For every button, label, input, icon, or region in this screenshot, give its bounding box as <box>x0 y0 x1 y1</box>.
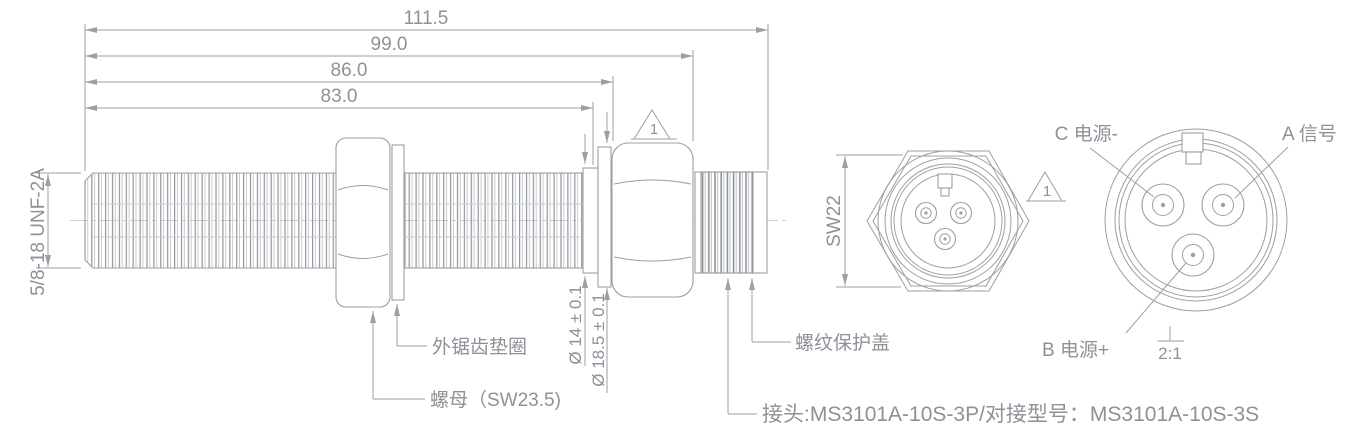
pin-a <box>1201 183 1245 227</box>
dim-total-length: 111.5 <box>404 8 449 29</box>
hex-nut <box>335 137 391 308</box>
dim-hex-width: SW22 <box>824 195 845 247</box>
dim-99: 99.0 <box>371 34 408 55</box>
dim-86: 86.0 <box>331 60 368 81</box>
pin <box>933 227 957 251</box>
side-view <box>84 137 768 308</box>
dim-ring-diameter: Ø 18.5 ± 0.1 <box>589 293 608 386</box>
thread-section-1 <box>84 172 338 269</box>
note-flag-1-sideview: 1 <box>631 109 677 140</box>
thread-section-2 <box>404 172 584 269</box>
hex-outline-outer <box>866 150 1030 292</box>
neck <box>582 167 599 274</box>
keyway-tab <box>1181 132 1204 165</box>
pin-b <box>1171 233 1215 277</box>
hex-outline-inner <box>872 155 1024 287</box>
hex-end-view: SW22 <box>824 150 1030 292</box>
pin-a-label: A 信号 <box>1282 123 1337 145</box>
pin-c-label: C 电源- <box>1055 123 1118 145</box>
thread-spec-dimension: 5/8-18 UNF-2A <box>28 168 81 296</box>
dim-83: 83.0 <box>321 86 358 107</box>
length-dimensions: 111.5 99.0 86.0 83.0 <box>84 8 769 171</box>
note-flag-number: 1 <box>650 121 658 138</box>
cap-thread <box>700 171 754 274</box>
flange-ring <box>597 146 612 288</box>
pin-b-label: B 电源+ <box>1042 339 1109 361</box>
pin-c <box>1141 183 1185 227</box>
pin <box>949 201 973 225</box>
connector-model-label: 接头:MS3101A-10S-3P/对接型号：MS3101A-10S-3S <box>762 403 1259 426</box>
dim-neck-diameter: Ø 14 ± 0.1 <box>566 285 585 364</box>
diameter-dimensions: Ø 14 ± 0.1 Ø 18.5 ± 0.1 <box>566 112 610 393</box>
connector-detail-view: C 电源- A 信号 B 电源+ 2:1 <box>1042 123 1337 363</box>
hex-body <box>611 142 694 298</box>
callouts: 外锯齿垫圈 螺母（SW23.5) 螺纹保护盖 接头:MS3101A-10S-3P… <box>370 278 1259 426</box>
note-flag-1-endview: 1 <box>1026 171 1066 202</box>
thread-cap-label: 螺纹保护盖 <box>795 332 890 354</box>
dim-thread-spec: 5/8-18 UNF-2A <box>28 168 49 296</box>
keyway-tab <box>937 173 953 197</box>
note-flag-number: 1 <box>1043 183 1051 200</box>
serrated-washer <box>391 144 405 301</box>
scale-label: 2:1 <box>1158 344 1182 363</box>
scale-marker: 2:1 <box>1157 326 1184 363</box>
washer-label: 外锯齿垫圈 <box>432 336 527 358</box>
pin <box>914 201 938 225</box>
nut-label: 螺母（SW23.5) <box>430 389 561 411</box>
